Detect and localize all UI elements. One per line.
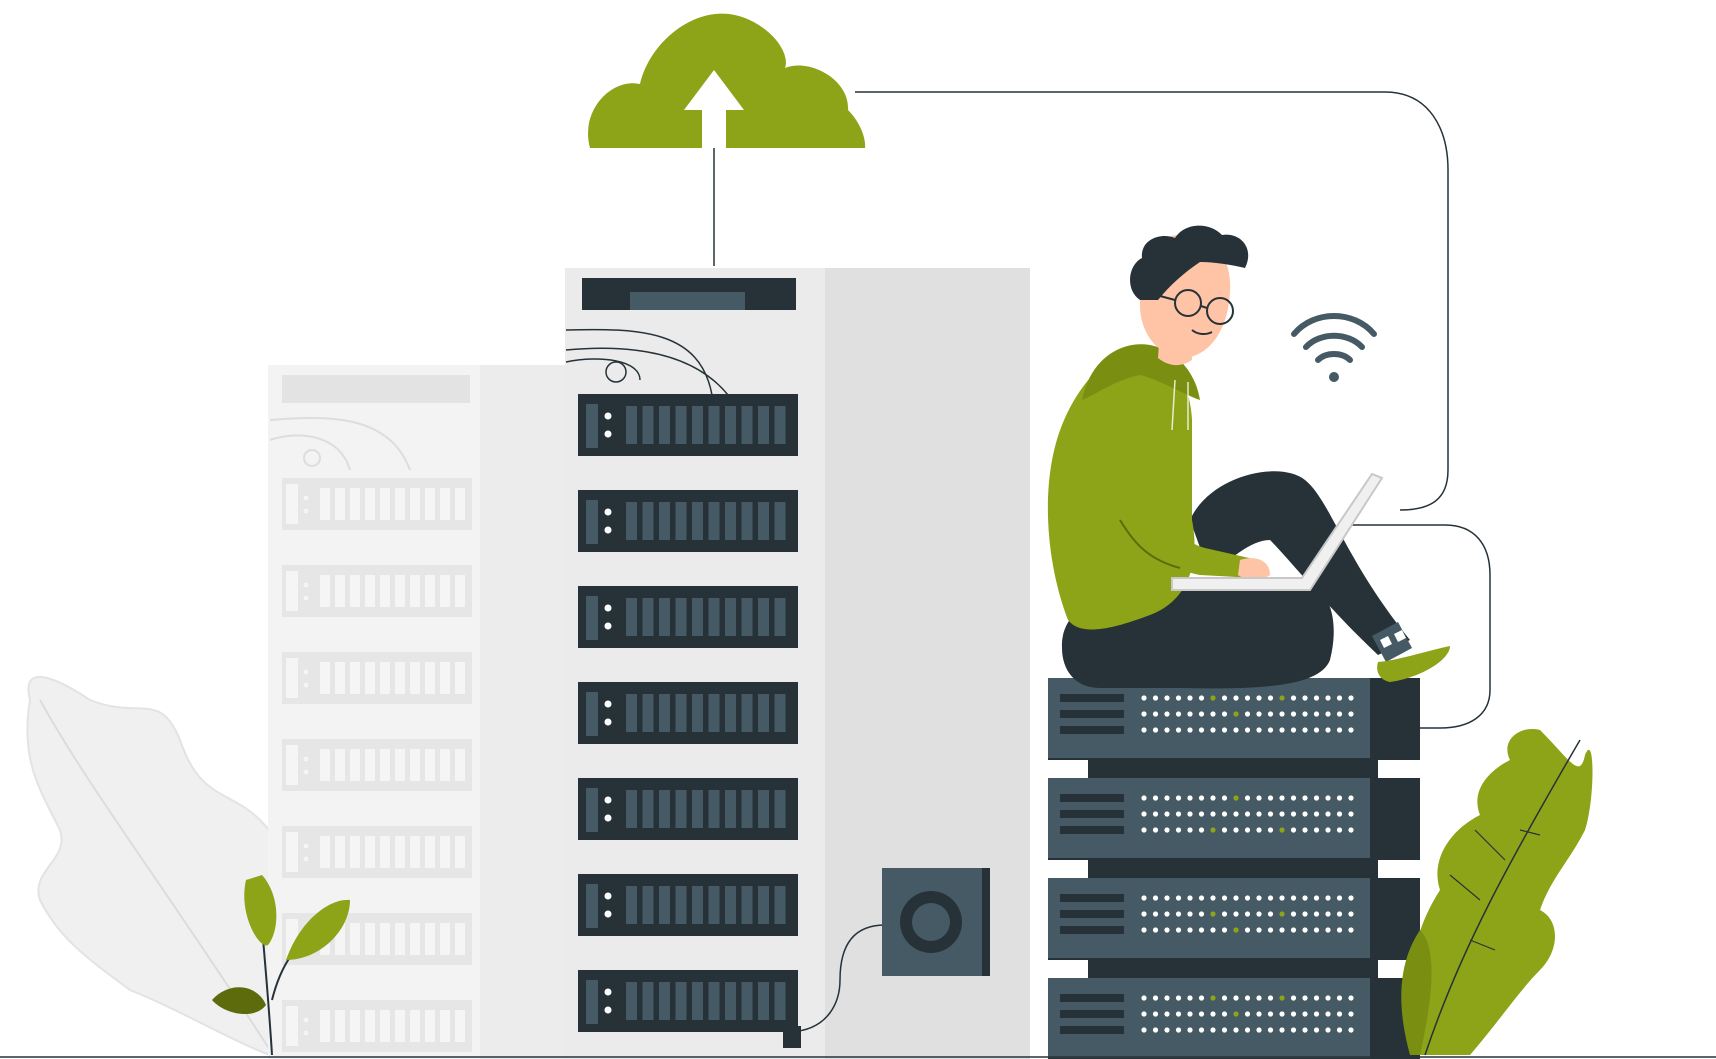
speaker-icon xyxy=(783,868,990,1048)
stacked-server xyxy=(1048,778,1420,878)
back-server-unit xyxy=(282,1000,472,1052)
back-server-unit xyxy=(282,652,472,704)
cloud-upload-icon xyxy=(588,13,866,266)
main-server-unit xyxy=(578,586,798,648)
plant-left xyxy=(212,875,350,1056)
main-server-unit xyxy=(578,970,798,1032)
plant-right xyxy=(1401,729,1593,1056)
network-cable-lower xyxy=(1345,524,1491,729)
back-server-unit xyxy=(282,826,472,878)
back-server-unit xyxy=(282,565,472,617)
back-server-units xyxy=(282,478,472,1052)
main-server-unit xyxy=(578,490,798,552)
wifi-icon xyxy=(1291,313,1377,382)
main-server-unit xyxy=(578,394,798,456)
back-server-unit xyxy=(282,478,472,530)
stacked-servers xyxy=(1048,678,1420,1059)
main-server-units xyxy=(578,394,798,1032)
stacked-server xyxy=(1048,878,1420,978)
back-server-unit xyxy=(282,739,472,791)
stacked-server xyxy=(1048,978,1420,1059)
person xyxy=(1047,225,1450,689)
main-server-unit xyxy=(578,682,798,744)
main-server-unit xyxy=(578,778,798,840)
main-server-unit xyxy=(578,874,798,936)
network-cable xyxy=(855,91,1449,511)
stacked-server xyxy=(1048,678,1420,778)
